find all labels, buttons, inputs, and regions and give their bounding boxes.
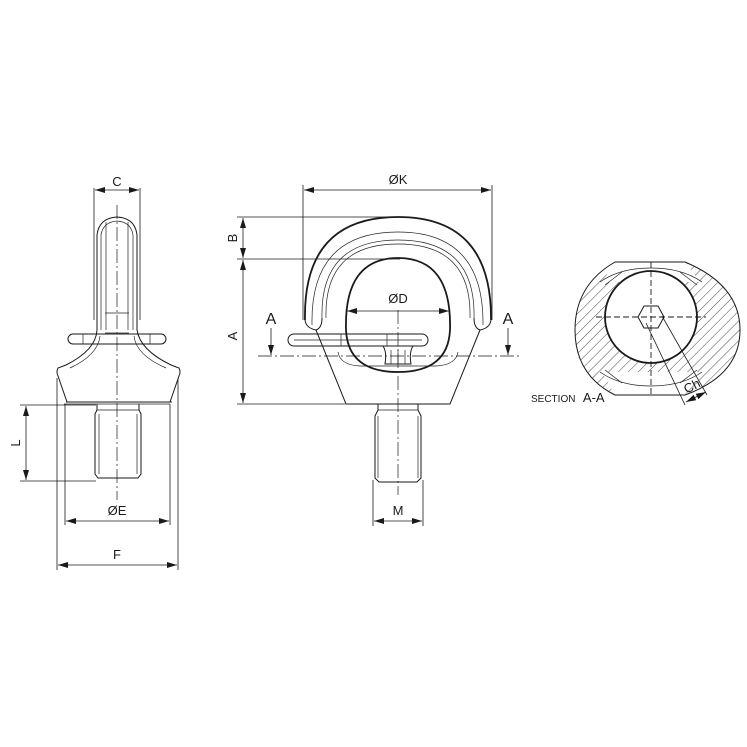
dim-label-f: F (113, 547, 121, 562)
section-mark-right: A (503, 311, 514, 328)
section-view: Ch SECTION A-A (531, 261, 741, 406)
dim-label-c: C (112, 174, 121, 189)
dim-label-e: ØE (108, 503, 127, 518)
ring-outer (304, 216, 492, 321)
section-outline (574, 261, 741, 396)
threaded-stud (94, 404, 142, 479)
ring-eye (345, 257, 451, 373)
dim-label-m: M (393, 503, 404, 518)
section-title: SECTION A-A (531, 389, 605, 406)
dim-label-b: B (225, 234, 240, 243)
dim-label-ch: Ch (681, 376, 703, 397)
side-view: C L ØE (8, 174, 181, 570)
dim-label-l: L (8, 439, 23, 446)
handle-pin-front (287, 333, 429, 347)
dim-label-d: ØD (388, 291, 408, 306)
dim-label-a: A (225, 331, 240, 340)
dim-label-k: ØK (389, 172, 408, 187)
dim-line-ch (685, 391, 707, 403)
front-view: ØK B A ØD (225, 172, 520, 526)
section-mark-left: A (266, 311, 277, 328)
